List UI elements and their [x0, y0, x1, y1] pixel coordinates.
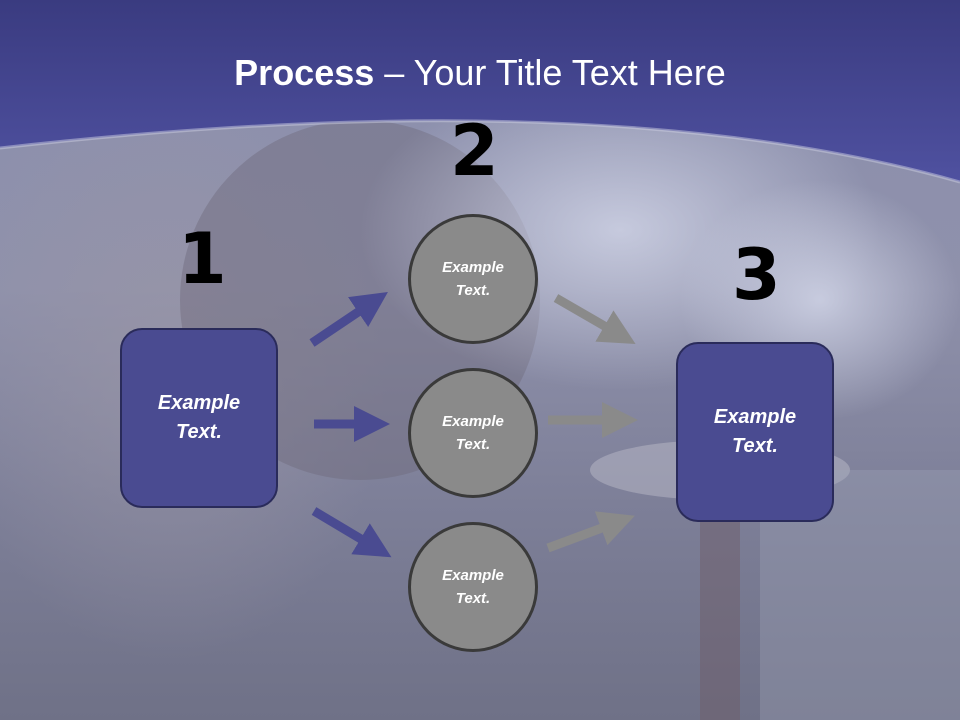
circle-top: Example Text. — [408, 214, 538, 344]
right-box-line2: Text. — [732, 435, 778, 457]
left-box-line2: Text. — [176, 421, 222, 443]
circle-middle-line2: Text. — [455, 436, 491, 453]
right-box-line1: Example — [713, 406, 797, 428]
title-rest: – Your Title Text Here — [374, 52, 726, 93]
circle-top-line1: Example — [442, 259, 504, 276]
step-number-1: 1 — [178, 218, 227, 300]
right-step-box: Example Text. — [676, 342, 834, 522]
circle-bottom: Example Text. — [408, 522, 538, 652]
circle-top-line2: Text. — [455, 282, 491, 299]
circle-middle-line1: Example — [442, 413, 504, 430]
arrow-circle-top-to-right — [553, 294, 636, 345]
circle-middle: Example Text. — [408, 368, 538, 498]
slide-title: Process – Your Title Text Here — [0, 52, 960, 94]
title-bold: Process — [234, 52, 375, 93]
step-number-3: 3 — [732, 234, 781, 316]
circle-bottom-line2: Text. — [455, 590, 491, 607]
left-box-line1: Example — [157, 392, 241, 414]
arrow-left-to-circle-top — [309, 291, 388, 347]
arrow-left-to-circle-bottom — [311, 507, 392, 558]
circle-bottom-line1: Example — [442, 567, 504, 584]
arrow-circle-bottom-to-right — [546, 511, 635, 553]
left-step-box: Example Text. — [120, 328, 278, 508]
step-number-2: 2 — [450, 110, 499, 192]
